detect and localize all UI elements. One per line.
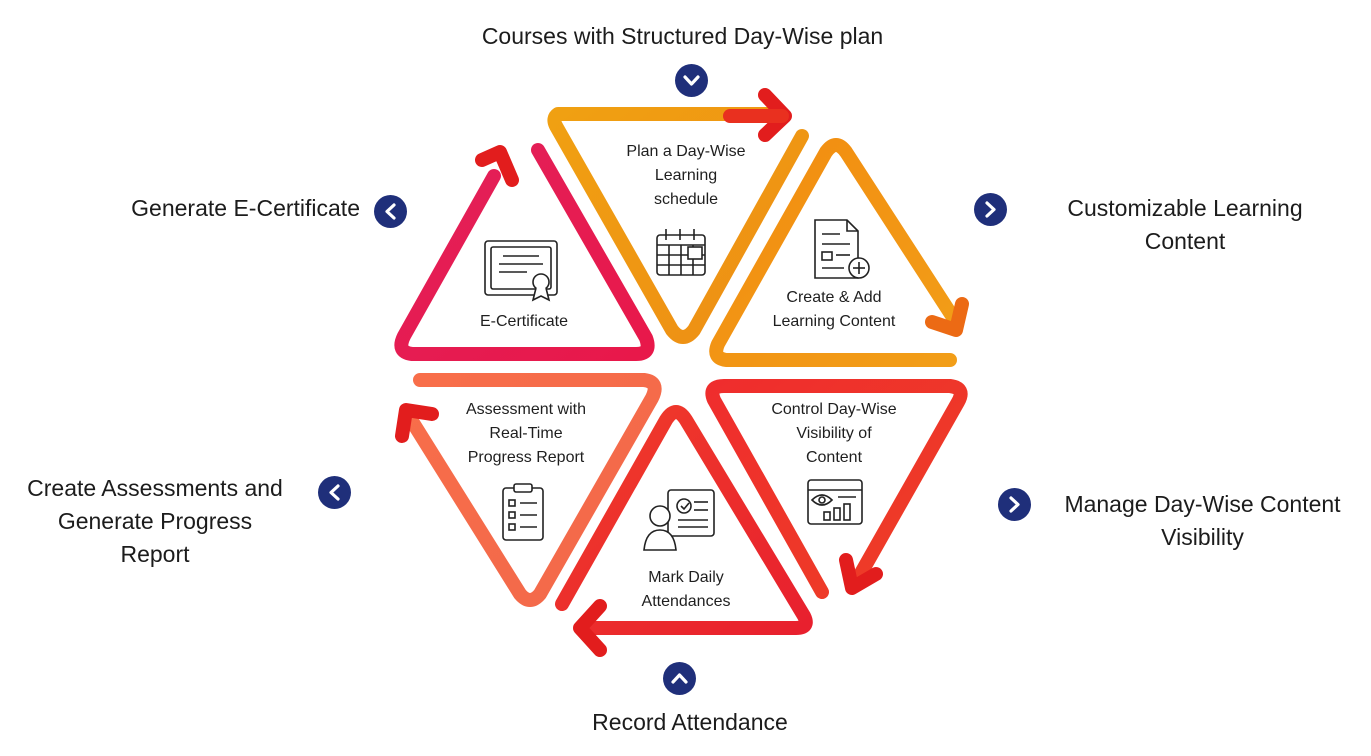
triangle-visibility bbox=[705, 379, 968, 599]
inner-label-attendance: Mark Daily Attendances bbox=[606, 566, 766, 614]
triangle-create bbox=[709, 138, 969, 367]
triangle-assessment-body bbox=[403, 373, 662, 607]
outer-label-line: Report bbox=[120, 541, 190, 567]
outer-label-line: Customizable Learning bbox=[1067, 195, 1303, 221]
inner-label-line: Progress Report bbox=[467, 449, 585, 466]
inner-label-line: Learning bbox=[654, 167, 718, 184]
inner-label-line: Mark Daily bbox=[648, 569, 724, 586]
inner-label-line: Plan a Day-Wise bbox=[626, 143, 746, 160]
inner-label-line: Learning Content bbox=[772, 313, 896, 330]
arrow-head-upper-left bbox=[475, 145, 519, 187]
chevron-up-icon bbox=[663, 662, 696, 695]
inner-label-assessment: Assessment with Real-Time Progress Repor… bbox=[446, 398, 606, 470]
chevron-left-icon bbox=[374, 195, 407, 228]
triangle-plan bbox=[547, 88, 809, 344]
outer-label-line: Record Attendance bbox=[592, 709, 788, 735]
triangle-certificate-body bbox=[394, 143, 655, 361]
outer-label-line: Content bbox=[1144, 228, 1226, 254]
eye-chart-icon bbox=[807, 479, 863, 525]
triangle-attendance-body bbox=[555, 405, 813, 635]
chevron-down-icon bbox=[675, 64, 708, 97]
triangle-create-body bbox=[709, 138, 963, 367]
triangle-certificate bbox=[394, 143, 655, 361]
inner-label-line: Real-Time bbox=[489, 425, 563, 442]
inner-label-line: Assessment with bbox=[465, 401, 587, 418]
outer-label-record-attendance: Record Attendance bbox=[540, 706, 840, 739]
triangle-attendance bbox=[555, 405, 813, 657]
outer-label-manage-visibility: Manage Day-Wise Content Visibility bbox=[1040, 488, 1365, 554]
person-checklist-icon bbox=[643, 489, 715, 551]
outer-label-generate-certificate: Generate E-Certificate bbox=[60, 192, 360, 225]
inner-label-line: Content bbox=[805, 449, 863, 466]
clipboard-checklist-icon bbox=[502, 483, 544, 541]
arrow-head-lower-left bbox=[395, 403, 439, 443]
outer-label-line: Manage Day-Wise Content bbox=[1064, 491, 1341, 517]
chevron-right-icon bbox=[998, 488, 1031, 521]
inner-label-create: Create & Add Learning Content bbox=[754, 286, 914, 334]
outer-label-line: Generate Progress bbox=[57, 508, 253, 534]
inner-label-line: Create & Add bbox=[786, 289, 882, 306]
triangle-visibility-body bbox=[705, 379, 968, 599]
certificate-icon bbox=[484, 240, 558, 302]
chevron-left-icon bbox=[318, 476, 351, 509]
inner-label-plan: Plan a Day-Wise Learning schedule bbox=[606, 140, 766, 212]
chevron-right-icon bbox=[974, 193, 1007, 226]
triangle-assessment bbox=[395, 373, 662, 607]
calendar-icon bbox=[656, 229, 706, 276]
inner-label-line: schedule bbox=[653, 191, 719, 208]
arrow-head-upper-right bbox=[925, 297, 969, 337]
inner-label-line: Control Day-Wise bbox=[771, 401, 897, 418]
outer-label-line: Visibility bbox=[1161, 524, 1244, 550]
outer-label-line: Courses with Structured Day-Wise plan bbox=[481, 23, 884, 49]
outer-label-line: Generate E-Certificate bbox=[131, 195, 360, 221]
outer-label-courses: Courses with Structured Day-Wise plan bbox=[430, 20, 935, 53]
inner-label-line: E-Certificate bbox=[479, 313, 569, 330]
triangle-plan-body bbox=[547, 107, 809, 344]
inner-label-line: Visibility of bbox=[796, 425, 872, 442]
add-document-icon bbox=[814, 219, 870, 279]
inner-label-certificate: E-Certificate bbox=[444, 310, 604, 334]
inner-label-visibility: Control Day-Wise Visibility of Content bbox=[754, 398, 914, 470]
outer-label-line: Create Assessments and bbox=[27, 475, 283, 501]
arrow-head-bottom bbox=[573, 599, 607, 657]
arrow-head-lower-right bbox=[839, 553, 883, 595]
inner-label-line: Attendances bbox=[641, 593, 731, 610]
outer-label-customizable-content: Customizable Learning Content bbox=[1030, 192, 1340, 258]
outer-label-assessments: Create Assessments and Generate Progress… bbox=[5, 472, 305, 571]
